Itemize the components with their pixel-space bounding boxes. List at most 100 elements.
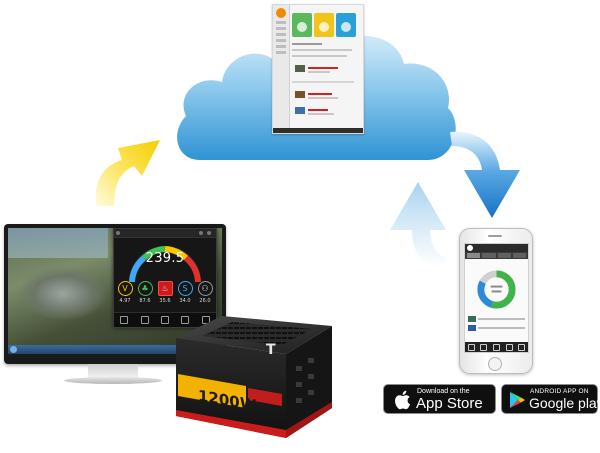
web-summary-tiles	[292, 13, 356, 37]
fan-sensor[interactable]: S 34.0	[177, 281, 193, 304]
power-reading: 239.5	[145, 251, 185, 266]
voltage-sensor[interactable]: V 4.97	[117, 281, 133, 304]
mobile-app-header	[465, 244, 528, 252]
mobile-bottom-nav	[465, 342, 528, 352]
efficiency-leaf-icon: ♣	[137, 281, 153, 296]
voltage-icon: V	[117, 281, 133, 296]
mobile-tab[interactable]	[512, 253, 526, 258]
mobile-tab[interactable]	[497, 253, 511, 258]
wallpaper-sky	[8, 228, 108, 258]
current-value: 26.0	[199, 298, 211, 304]
power-gauge	[129, 246, 201, 283]
list-item[interactable]	[468, 316, 525, 322]
download-arrow-icon	[450, 131, 520, 218]
nav-home-icon[interactable]	[120, 316, 129, 324]
efficiency-sensor[interactable]: ♣ 87.6	[137, 281, 153, 304]
donut-green-segment	[477, 270, 516, 309]
start-button[interactable]	[10, 346, 17, 353]
sidebar-row	[276, 45, 286, 48]
mobile-tab[interactable]	[482, 253, 496, 258]
list-text-line	[478, 327, 525, 329]
google-play-icon	[510, 392, 525, 408]
power-tile	[336, 13, 356, 37]
list-text-line	[478, 318, 525, 320]
nav-fan-icon[interactable]	[505, 343, 513, 351]
app-logo-icon	[467, 245, 473, 251]
psu-red-stripe	[176, 410, 286, 438]
connector-port	[308, 358, 314, 363]
nav-settings-icon[interactable]	[160, 316, 169, 324]
sidebar-row	[276, 27, 286, 30]
cost-tile	[314, 13, 334, 37]
web-post-thumbnail	[295, 65, 305, 72]
monitor-stand-base	[64, 377, 162, 384]
web-text-line	[292, 49, 352, 51]
web-post-thumbnail	[295, 91, 305, 98]
google-play-name: Google play	[529, 395, 600, 411]
smartphone	[459, 228, 533, 374]
app-logo-icon	[116, 231, 120, 235]
nav-chart-icon[interactable]	[140, 316, 149, 324]
mobile-status-list	[468, 316, 525, 334]
web-text-line	[308, 113, 334, 115]
status-swatch	[468, 325, 476, 331]
dashboard-bottom-nav	[114, 312, 216, 327]
sync-arrow-icon	[390, 182, 446, 268]
list-item[interactable]	[468, 325, 525, 331]
appstore-tagline: Download on the	[417, 388, 470, 395]
nav-home-icon[interactable]	[467, 343, 475, 351]
dashboard-titlebar	[114, 229, 216, 238]
power-supply-unit: T 1200W	[176, 316, 332, 438]
voltage-value: 4.97	[119, 298, 131, 304]
donut-center-label	[490, 285, 503, 288]
web-post-title	[308, 93, 332, 95]
psu-dashboard-window: 239.5 V 4.97 ♣ 87.6 ♨ 35.6 S 34.0 ⚇ 26.0	[113, 228, 217, 328]
sidebar-row	[276, 39, 286, 42]
psu-rating-sticker	[248, 388, 282, 406]
upload-arrow-icon	[95, 140, 160, 206]
phone-home-button[interactable]	[488, 357, 502, 371]
psu-brand-mark: T	[266, 342, 276, 358]
current-icon: ⚇	[197, 281, 213, 296]
wallpaper-rubble	[18, 266, 108, 321]
monitor-stand-neck	[88, 364, 138, 378]
phone-screen	[464, 243, 529, 353]
efficiency-value: 87.6	[139, 298, 151, 304]
power-donut-chart	[477, 270, 516, 309]
web-post-title	[308, 109, 328, 111]
google-play-badge[interactable]: ANDROID APP ON Google play	[501, 384, 600, 414]
sidebar-row	[276, 51, 286, 54]
web-sidebar	[273, 5, 290, 133]
phone-speaker	[488, 235, 502, 237]
sidebar-row	[276, 33, 286, 36]
fan-value: 34.0	[179, 298, 191, 304]
sidebar-row	[276, 21, 286, 24]
minimize-icon[interactable]	[199, 231, 203, 235]
current-sensor[interactable]: ⚇ 26.0	[197, 281, 213, 304]
nav-info-icon[interactable]	[518, 343, 526, 351]
web-footer	[273, 128, 363, 133]
mobile-tabs	[465, 252, 528, 259]
temperature-sensor[interactable]: ♨ 35.6	[157, 281, 173, 304]
nav-settings-icon[interactable]	[492, 343, 500, 351]
sensor-icon-row: V 4.97 ♣ 87.6 ♨ 35.6 S 34.0 ⚇ 26.0	[117, 281, 213, 304]
psu-red-stripe-side	[286, 402, 332, 438]
connector-port	[296, 398, 302, 403]
apple-logo-icon	[395, 390, 411, 410]
mobile-tab[interactable]	[467, 253, 481, 258]
temperature-value: 35.6	[159, 298, 171, 304]
google-play-tagline: ANDROID APP ON	[530, 388, 589, 395]
nav-info-icon[interactable]	[201, 316, 210, 324]
app-store-badge[interactable]: Download on the App Store	[383, 384, 496, 414]
web-text-line	[308, 97, 338, 99]
web-text-line	[292, 55, 347, 57]
nav-chart-icon[interactable]	[480, 343, 488, 351]
psu-fan-grille	[202, 322, 312, 345]
web-post-title	[308, 67, 338, 69]
web-text-line	[308, 71, 330, 73]
appstore-name: App Store	[416, 395, 483, 412]
connector-port	[296, 366, 302, 371]
nav-fan-icon[interactable]	[181, 316, 190, 324]
close-icon[interactable]	[207, 231, 211, 235]
